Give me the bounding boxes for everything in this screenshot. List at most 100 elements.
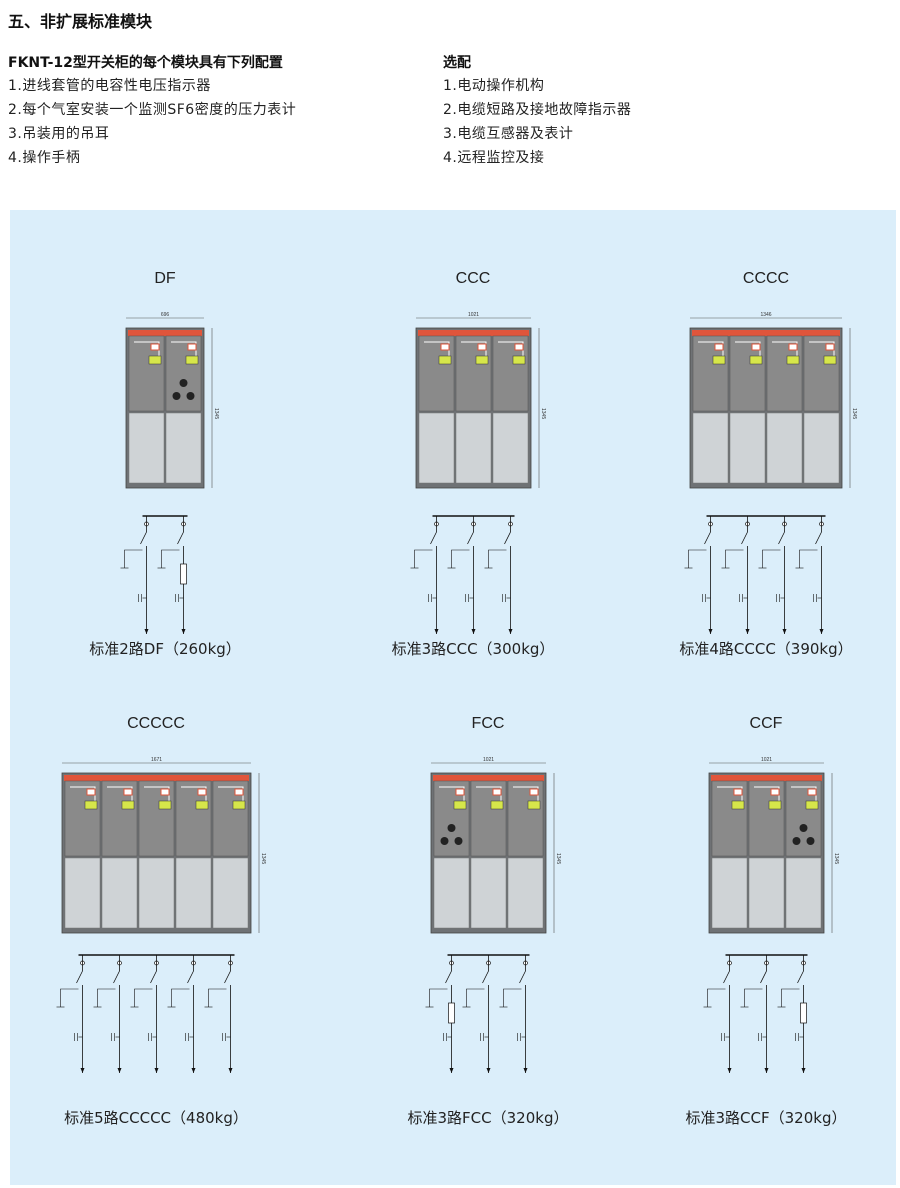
- arrow-down: [191, 1068, 196, 1073]
- switch-indicator: [187, 343, 197, 351]
- height-dimension-label: 1345: [555, 853, 561, 864]
- mimic-line: [144, 786, 170, 803]
- mimic-line: [772, 341, 798, 358]
- cable-indicator: [475, 355, 489, 365]
- unit-lower-door: [692, 412, 729, 484]
- switch-indicator: [751, 343, 761, 351]
- unit-lower-door: [729, 412, 766, 484]
- cable-indicator: [786, 355, 800, 365]
- mimic-line: [735, 341, 761, 358]
- operating-socket: [186, 392, 195, 400]
- width-dimension-label: 696: [161, 312, 170, 318]
- switch-blade: [113, 970, 120, 984]
- arrow-down: [819, 629, 824, 634]
- switch-indicator: [807, 788, 817, 796]
- unit-lower-door: [507, 857, 544, 929]
- optional-config-list: 1.电动操作机构 2.电缆短路及接地故障指示器 3.电缆互感器及表计 4.远程监…: [443, 74, 631, 170]
- optional-config-heading: 选配: [443, 55, 471, 71]
- module-drawing: 1021 1345: [410, 312, 546, 634]
- height-dimension-label: 1345: [540, 408, 546, 419]
- unit-lower-door: [433, 857, 470, 929]
- cable-indicator: [805, 800, 819, 810]
- list-item: 2.电缆短路及接地故障指示器: [443, 102, 632, 118]
- switch-blade: [504, 531, 511, 545]
- module-caption: 标准5路CCCCC（480kg）: [64, 1109, 248, 1127]
- standard-config-heading: FKNT-12型开关柜的每个模块具有下列配置: [8, 55, 283, 71]
- earth-line: [429, 988, 448, 1007]
- arrow-down: [181, 629, 186, 634]
- switch-indicator: [123, 788, 133, 796]
- switch-blade: [741, 531, 748, 545]
- operating-socket: [454, 837, 463, 845]
- unit-upper-panel: [692, 335, 729, 412]
- cable-indicator: [490, 800, 504, 810]
- cable-indicator: [148, 355, 162, 365]
- cable-indicator: [195, 800, 209, 810]
- width-dimension-label: 1346: [760, 312, 771, 318]
- switch-indicator: [492, 788, 502, 796]
- switch-blade: [704, 531, 711, 545]
- arrow-down: [486, 1068, 491, 1073]
- unit-lower-door: [492, 412, 529, 484]
- arrow-down: [508, 629, 513, 634]
- switch-blade: [150, 970, 157, 984]
- switch-blade: [519, 970, 526, 984]
- list-item: 4.操作手柄: [8, 150, 81, 166]
- cable-indicator: [512, 355, 526, 365]
- unit-lower-door: [101, 857, 138, 929]
- cable-indicator: [121, 800, 135, 810]
- module-name: CCF: [749, 715, 783, 732]
- earth-line: [466, 988, 485, 1007]
- height-dimension-label: 1345: [851, 408, 857, 419]
- earth-line: [451, 549, 470, 568]
- mimic-line: [424, 341, 450, 358]
- fuse-symbol: [180, 563, 187, 585]
- earth-line: [781, 988, 800, 1007]
- switch-blade: [76, 970, 83, 984]
- operating-socket: [172, 392, 181, 400]
- mimic-line: [754, 786, 780, 803]
- width-dimension-label: 1021: [468, 312, 479, 318]
- mimic-line: [698, 341, 724, 358]
- cabinet-top-strip: [128, 330, 202, 336]
- section-title: 五、非扩展标准模块: [8, 12, 153, 31]
- cable-indicator: [453, 800, 467, 810]
- mimic-line: [107, 786, 133, 803]
- mimic-line: [476, 786, 502, 803]
- module-caption: 标准3路CCC（300kg）: [391, 640, 555, 658]
- cabinet-top-strip: [433, 775, 544, 781]
- fuse-symbol: [448, 1002, 455, 1024]
- mimic-line: [791, 786, 817, 803]
- unit-lower-door: [455, 412, 492, 484]
- list-item: 1.进线套管的电容性电压指示器: [8, 78, 211, 94]
- switch-indicator: [733, 788, 743, 796]
- arrow-down: [523, 1068, 528, 1073]
- list-item: 3.电缆互感器及表计: [443, 126, 574, 142]
- switch-blade: [723, 970, 730, 984]
- list-item: 2.每个气室安装一个监测SF6密度的压力表计: [8, 102, 297, 118]
- mimic-line: [461, 341, 487, 358]
- switch-blade: [797, 970, 804, 984]
- cabinet-top-strip: [692, 330, 840, 336]
- cable-indicator: [232, 800, 246, 810]
- cable-indicator: [84, 800, 98, 810]
- module-name: CCC: [455, 270, 491, 287]
- switch-indicator: [455, 788, 465, 796]
- cabinet-top-strip: [64, 775, 249, 781]
- operating-socket: [806, 837, 815, 845]
- unit-lower-door: [803, 412, 840, 484]
- arrow-down: [471, 629, 476, 634]
- earth-line: [97, 988, 116, 1007]
- earth-line: [707, 988, 726, 1007]
- list-item: 4.远程监控及接: [443, 150, 545, 166]
- mimic-line: [218, 786, 244, 803]
- arrow-down: [117, 1068, 122, 1073]
- mimic-line: [70, 786, 96, 803]
- earth-line: [503, 988, 522, 1007]
- cabinet-top-strip: [418, 330, 529, 336]
